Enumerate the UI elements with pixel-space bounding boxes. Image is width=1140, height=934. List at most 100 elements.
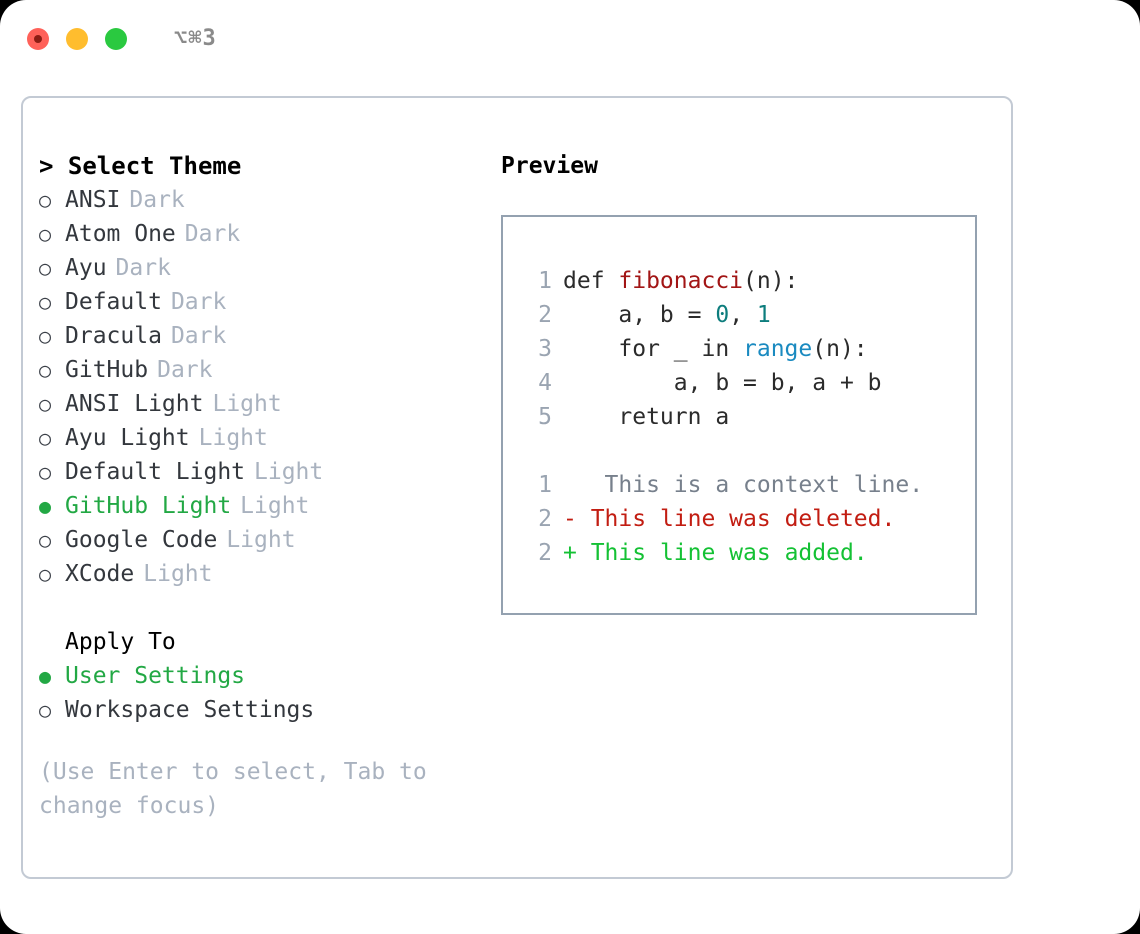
code-token-plain: a, b = b, a + b <box>563 370 882 396</box>
close-window-icon[interactable] <box>27 28 49 50</box>
diff-line-text: This is a context line. <box>576 472 924 498</box>
radio-unselected-icon: ○ <box>39 562 52 586</box>
theme-variant-badge: Light <box>254 459 324 485</box>
radio-unselected-icon: ○ <box>39 392 52 416</box>
theme-option-default-light[interactable]: ○ Default Light Light <box>39 455 489 489</box>
apply-to-option-user-settings[interactable]: ● User Settings <box>39 659 489 693</box>
theme-variant-badge: Dark <box>129 187 185 213</box>
radio-unselected-icon: ○ <box>39 188 52 212</box>
theme-option-github-light[interactable]: ● GitHub Light Light <box>39 489 489 523</box>
theme-variant-badge: Light <box>143 561 213 587</box>
apply-to-header: Apply To <box>65 629 176 655</box>
radio-unselected-icon: ○ <box>39 528 52 552</box>
theme-variant-badge: Light <box>226 527 296 553</box>
line-number: 2 <box>538 302 552 328</box>
line-number: 5 <box>538 404 552 430</box>
line-number: 2 <box>538 506 552 532</box>
theme-variant-badge: Light <box>198 425 268 451</box>
diff-line-ctx: 1 This is a context line. <box>522 468 975 502</box>
line-number: 1 <box>538 268 552 294</box>
code-line: 3 for _ in range(n): <box>522 332 975 366</box>
theme-option-label: Default Light <box>65 459 246 485</box>
radio-unselected-icon: ○ <box>39 256 52 280</box>
code-token-fn: fibonacci <box>618 268 744 294</box>
theme-option-ayu-light[interactable]: ○ Ayu Light Light <box>39 421 489 455</box>
code-token-plain: def <box>563 268 619 294</box>
code-token-plain: return a <box>563 404 730 430</box>
minimize-window-icon[interactable] <box>66 28 88 50</box>
line-number: 1 <box>538 472 552 498</box>
line-number: 3 <box>538 336 552 362</box>
radio-unselected-icon: ○ <box>39 290 52 314</box>
theme-option-label: Ayu <box>65 255 107 281</box>
theme-option-label: Default <box>65 289 162 315</box>
code-line: 1 def fibonacci(n): <box>522 264 975 298</box>
code-token-plain: , <box>729 302 757 328</box>
title-bar: ⌥⌘3 <box>0 0 1140 78</box>
radio-selected-icon: ● <box>39 494 52 518</box>
theme-variant-badge: Light <box>240 493 310 519</box>
theme-variant-badge: Dark <box>115 255 171 281</box>
code-line-text: a, b = b, a + b <box>563 366 882 400</box>
maximize-window-icon[interactable] <box>105 28 127 50</box>
diff-marker: + <box>563 540 577 566</box>
code-line: 2 a, b = 0, 1 <box>522 298 975 332</box>
diff-line-text: This line was deleted. <box>576 506 896 532</box>
apply-to-option-workspace-settings[interactable]: ○ Workspace Settings <box>39 693 489 727</box>
theme-variant-badge: Light <box>212 391 282 417</box>
theme-option-ayu[interactable]: ○ Ayu Dark <box>39 251 489 285</box>
line-number: 4 <box>538 370 552 396</box>
diff-line-add: 2+ This line was added. <box>522 536 975 570</box>
preview-header: Preview <box>501 153 598 179</box>
theme-option-label: Ayu Light <box>65 425 190 451</box>
theme-variant-badge: Dark <box>184 221 241 247</box>
diff-sample: 1 This is a context line. 2- This line wa… <box>522 468 975 570</box>
radio-unselected-icon: ○ <box>39 222 52 246</box>
code-line: 4 a, b = b, a + b <box>522 366 975 400</box>
keyboard-hint: (Use Enter to select, Tab to change focu… <box>39 759 427 819</box>
theme-option-label: GitHub Light <box>65 493 232 519</box>
theme-variant-badge: Dark <box>170 289 227 315</box>
theme-option-ansi-light[interactable]: ○ ANSI Light Light <box>39 387 489 421</box>
theme-option-ansi[interactable]: ○ ANSI Dark <box>39 183 489 217</box>
line-number: 2 <box>538 540 552 566</box>
select-theme-header: > Select Theme <box>39 152 242 180</box>
traffic-light-group <box>27 28 127 50</box>
diff-marker: - <box>563 506 577 532</box>
theme-option-label: XCode <box>65 561 135 587</box>
theme-option-xcode[interactable]: ○ XCode Light <box>39 557 489 591</box>
code-token-num: 0 <box>715 302 730 328</box>
radio-unselected-icon: ○ <box>39 460 52 484</box>
theme-option-atom-one[interactable]: ○ Atom One Dark <box>39 217 489 251</box>
apply-to-option-label: Workspace Settings <box>65 697 315 723</box>
theme-option-label: ANSI <box>65 187 121 213</box>
theme-option-google-code[interactable]: ○ Google Code Light <box>39 523 489 557</box>
code-line-text: a, b = 0, 1 <box>563 298 770 332</box>
code-token-plain: a, b = <box>563 302 716 328</box>
code-token-call: range <box>743 336 813 362</box>
window-title: ⌥⌘3 <box>174 26 217 51</box>
theme-option-label: Atom One <box>65 221 176 247</box>
diff-marker <box>563 468 577 502</box>
theme-option-label: Dracula <box>65 323 162 349</box>
radio-selected-icon: ● <box>39 664 52 688</box>
radio-unselected-icon: ○ <box>39 698 52 722</box>
apply-to-option-list: ● User Settings ○ Workspace Settings <box>39 659 489 727</box>
code-line-text: return a <box>563 400 729 434</box>
theme-option-label: GitHub <box>65 357 149 383</box>
code-token-plain: (n): <box>743 268 799 294</box>
theme-option-default[interactable]: ○ Default Dark <box>39 285 489 319</box>
theme-option-label: ANSI Light <box>65 391 204 417</box>
radio-unselected-icon: ○ <box>39 426 52 450</box>
theme-variant-badge: Dark <box>157 357 213 383</box>
code-line: 5 return a <box>522 400 975 434</box>
code-line-text: def fibonacci(n): <box>563 264 798 298</box>
apply-to-option-label: User Settings <box>65 663 246 689</box>
theme-option-label: Google Code <box>65 527 218 553</box>
